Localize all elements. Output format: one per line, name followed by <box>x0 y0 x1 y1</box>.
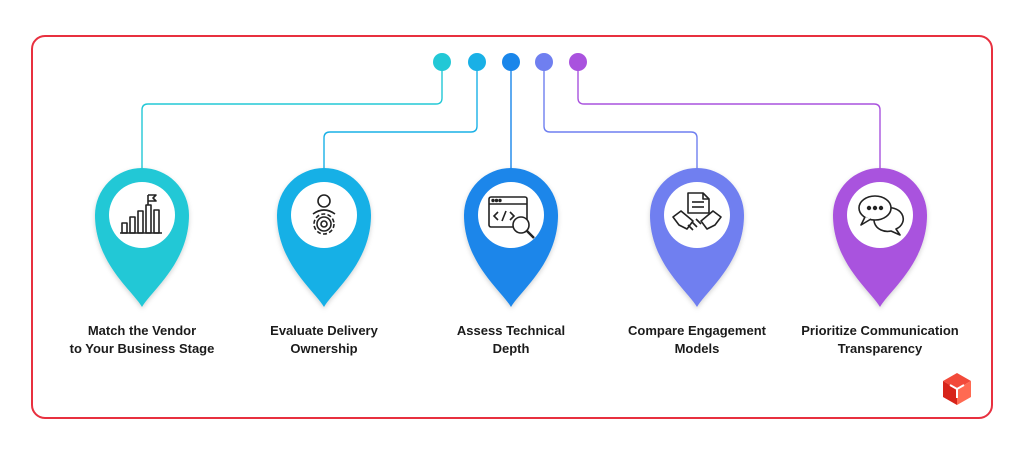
person-gear-icon <box>312 194 336 235</box>
step-label-2: Evaluate Delivery Ownership <box>224 322 424 358</box>
step-label-5-line-2: Transparency <box>837 341 923 356</box>
handshake-document-icon <box>672 192 722 231</box>
infographic-frame <box>31 35 993 419</box>
step-label-5: Prioritize Communication Transparency <box>780 322 980 358</box>
connector-line-5 <box>577 62 881 170</box>
connector-line-4 <box>543 62 698 170</box>
dot-5 <box>569 53 587 71</box>
step-label-3-line-2: Depth <box>492 341 530 356</box>
pin-2 <box>277 168 371 307</box>
step-label-4-line-2: Models <box>674 341 720 356</box>
bar-chart-flag-icon <box>120 194 162 234</box>
chat-bubbles-icon <box>858 195 905 236</box>
dot-1 <box>433 53 451 71</box>
step-label-2-line-2: Ownership <box>290 341 358 356</box>
step-label-1-line-2: to Your Business Stage <box>69 341 215 356</box>
step-label-3: Assess Technical Depth <box>411 322 611 358</box>
step-label-3-line-1: Assess Technical <box>456 323 566 338</box>
pin-5 <box>833 168 927 307</box>
step-label-5-line-1: Prioritize Communication <box>801 323 959 338</box>
step-label-1-line-1: Match the Vendor <box>87 323 197 338</box>
dot-4 <box>535 53 553 71</box>
connector-line-1 <box>141 62 443 170</box>
step-label-1: Match the Vendor to Your Business Stage <box>42 322 242 358</box>
step-label-2-line-1: Evaluate Delivery <box>270 323 378 338</box>
dot-2 <box>468 53 486 71</box>
code-window-magnifier-icon <box>488 196 535 239</box>
pin-1 <box>95 168 189 307</box>
connector-line-2 <box>323 62 478 170</box>
pin-4 <box>650 168 744 307</box>
step-label-4-line-1: Compare Engagement <box>628 323 766 338</box>
dot-3 <box>502 53 520 71</box>
pin-3 <box>464 168 558 307</box>
step-label-4: Compare Engagement Models <box>597 322 797 358</box>
brand-cube-logo-icon <box>943 373 971 405</box>
